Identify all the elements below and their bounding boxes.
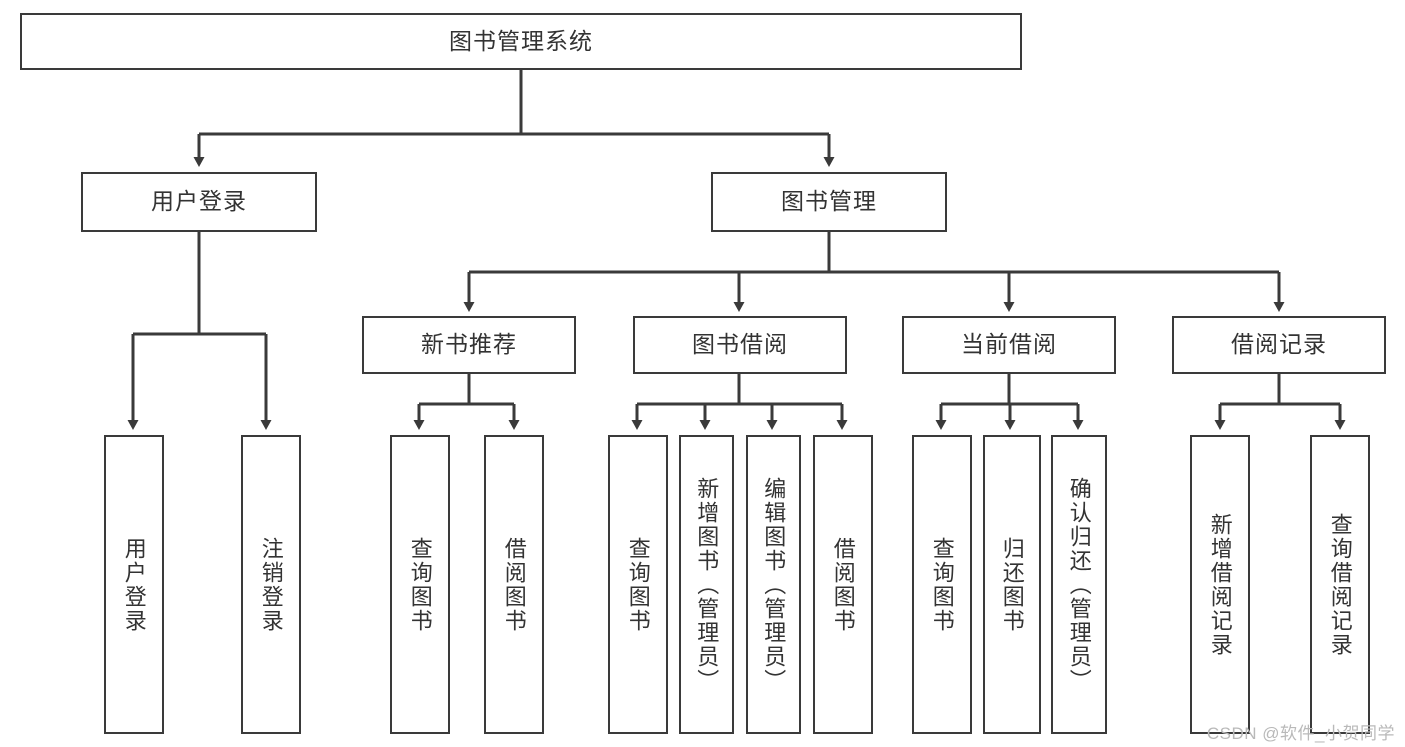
leaf-user-login[interactable]: 用户登录 [104,435,164,734]
node-current-borrow[interactable]: 当前借阅 [902,316,1116,374]
csdn-watermark: CSDN @软件_小贺同学 [1206,724,1395,743]
leaf-edit-book-admin[interactable]: 编辑图书（管理员） [746,435,801,734]
node-book-borrow[interactable]: 图书借阅 [633,316,847,374]
node-label: 图书管理 [781,188,877,215]
node-label: 查询图书 [929,536,955,633]
leaf-borrow-book[interactable]: 借阅图书 [813,435,873,734]
leaf-borrow-book-recommend[interactable]: 借阅图书 [484,435,544,734]
node-label: 图书管理系统 [449,27,593,54]
node-user-login[interactable]: 用户登录 [81,172,317,232]
node-label: 查询图书 [625,536,651,633]
node-label: 确认归还（管理员） [1066,476,1092,693]
node-label: 图书借阅 [692,331,788,358]
node-book-management[interactable]: 图书管理 [711,172,947,232]
leaf-add-book-admin[interactable]: 新增图书（管理员） [679,435,734,734]
node-label: 注销登录 [258,536,284,633]
node-label: 查询借阅记录 [1327,512,1353,657]
node-label: 新增图书（管理员） [694,476,720,693]
leaf-query-book-recommend[interactable]: 查询图书 [390,435,450,734]
node-label: 用户登录 [121,536,147,633]
leaf-logout[interactable]: 注销登录 [241,435,301,734]
node-label: 归还图书 [999,536,1025,633]
node-label: 查询图书 [407,536,433,633]
leaf-add-borrow-record[interactable]: 新增借阅记录 [1190,435,1250,734]
node-borrow-record[interactable]: 借阅记录 [1172,316,1386,374]
node-label: 借阅图书 [830,536,856,633]
node-new-book-recommend[interactable]: 新书推荐 [362,316,576,374]
node-label: 借阅记录 [1231,331,1327,358]
node-label: 借阅图书 [501,536,527,633]
node-label: 编辑图书（管理员） [761,476,787,693]
leaf-query-book-borrow[interactable]: 查询图书 [608,435,668,734]
node-label: 新增借阅记录 [1207,512,1233,657]
node-label: 当前借阅 [961,331,1057,358]
leaf-query-borrow-record[interactable]: 查询借阅记录 [1310,435,1370,734]
leaf-query-book-current[interactable]: 查询图书 [912,435,972,734]
leaf-confirm-return-admin[interactable]: 确认归还（管理员） [1051,435,1107,734]
leaf-return-book[interactable]: 归还图书 [983,435,1041,734]
node-label: 新书推荐 [421,331,517,358]
node-root-system[interactable]: 图书管理系统 [20,13,1022,70]
node-label: 用户登录 [151,188,247,215]
